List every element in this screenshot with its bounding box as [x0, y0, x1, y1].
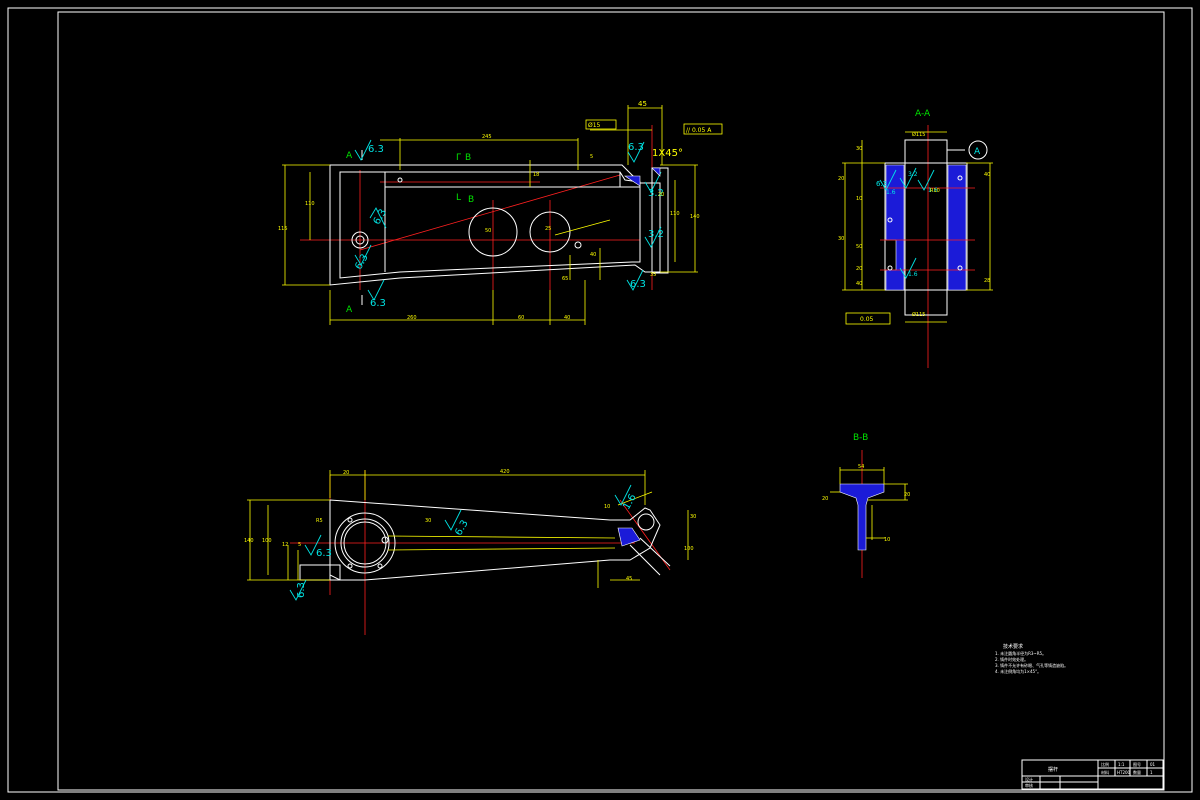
fv-dim-13: 260 — [407, 315, 417, 321]
roughness-aa-5: 1.6 — [908, 271, 918, 278]
aa-dim-1: 20 — [838, 176, 844, 182]
dim-45: 45 — [638, 100, 647, 108]
bv-dim-7: 10 — [604, 504, 610, 510]
section-aa-view — [842, 125, 993, 368]
section-a-bottom-label: A — [346, 305, 353, 315]
section-aa-title: A-A — [915, 109, 931, 119]
title-r1-c4: 01 — [1150, 762, 1156, 767]
bb-dim-1: 54 — [858, 464, 864, 470]
title-designer: 设计 — [1025, 776, 1033, 782]
title-r2-c2: HT200 — [1117, 770, 1131, 775]
title-r2-c3: 数量 — [1133, 769, 1141, 775]
aa-dim-bottom: Ø115 — [912, 311, 925, 318]
outer-border — [7, 7, 1193, 793]
fv-dim-3: 20 — [658, 192, 664, 198]
bv-dim-6: 30 — [425, 518, 431, 524]
bv-dim-8: 30 — [690, 514, 696, 520]
bv-dim-3: R5 — [316, 518, 323, 524]
fv-dim-7: 110 — [670, 211, 680, 217]
section-b-bottom-mark: L — [456, 193, 461, 203]
title-r1-c2: 1:1 — [1118, 762, 1125, 767]
fv-dim-11: 65 — [562, 276, 568, 282]
aa-dim-top: Ø115 — [912, 131, 925, 138]
datum-a-label: A — [974, 147, 981, 157]
bv-dim-10: 100 — [684, 546, 694, 552]
aa-dim-3: 10 — [856, 196, 862, 202]
roughness-bv-2: 6.3 — [316, 548, 332, 559]
aa-flatness: 0.05 — [860, 316, 874, 323]
bv-dim-4: 12 — [282, 542, 288, 548]
bb-dim-4: 10 — [884, 537, 890, 543]
aa-dim-5: 40 — [984, 172, 990, 178]
tech-notes-heading: 技术要求 — [1003, 643, 1023, 650]
roughness-fv-5: 6.3 — [630, 279, 646, 290]
front-view — [282, 105, 723, 325]
roughness-bv-1: 6.3 — [296, 582, 307, 598]
tech-note-4: 4. 未注倒角均为1×45°。 — [995, 668, 1041, 674]
section-a-top-label: A — [346, 151, 353, 161]
inner-border — [57, 11, 1165, 791]
title-part-name: 摆杆 — [1048, 766, 1058, 773]
bb-dim-2: 20 — [822, 496, 828, 502]
dim-245: 245 — [482, 134, 492, 140]
roughness-fv-6: 3.2 — [648, 188, 664, 199]
aa-dim-2: 30 — [856, 146, 862, 152]
roughness-fv-1: 6.3 — [368, 144, 384, 155]
aa-dim-6: 28 — [984, 278, 990, 284]
bv-dim-1: 140 — [244, 538, 254, 544]
title-checker: 审核 — [1025, 782, 1033, 788]
fv-dim-14: 60 — [518, 315, 524, 321]
fv-dim-2: 5 — [590, 154, 593, 160]
fv-dim-4: 110 — [305, 201, 315, 207]
section-b-top-label: B — [465, 153, 471, 163]
roughness-aa-4: 1.6 — [886, 189, 896, 196]
bv-dim-2: 100 — [262, 538, 272, 544]
bb-dim-3: 20 — [904, 492, 910, 498]
roughness-aa-2: 3.2 — [908, 171, 918, 178]
fv-dim-8: 50 — [485, 228, 491, 234]
roughness-fv-3: 6.3 — [370, 298, 386, 309]
title-r1-c3: 图号 — [1133, 761, 1141, 767]
bottom-view — [247, 470, 689, 635]
bv-dim-9: 45 — [626, 576, 632, 582]
roughness-fv-4: 6.3 — [628, 142, 644, 153]
title-r2-c4: 1 — [1150, 770, 1153, 775]
fv-dim-12: 35 — [650, 272, 656, 278]
parallelism-frame: // 0.05 A — [686, 127, 712, 134]
aa-dim-4: 50 — [856, 244, 862, 250]
dim-tolerance: Ø15 — [588, 122, 601, 129]
roughness-aa-1: 6.3 — [876, 180, 887, 188]
fv-dim-1: 18 — [533, 172, 539, 178]
section-b-top-mark: Γ — [456, 153, 461, 163]
roughness-bv-3: 6.3 — [453, 518, 470, 537]
fv-dim-9: 25 — [545, 226, 551, 232]
roughness-fv-7: 3.2 — [648, 229, 664, 240]
tech-note-1: 1. 未注圆角半径为R3~R5。 — [995, 650, 1046, 656]
roughness-fv-2: 6.3 — [353, 252, 370, 271]
title-r2-c1: 材料 — [1101, 769, 1109, 775]
section-bb-title: B-B — [853, 433, 868, 443]
tech-note-2: 2. 铸件时效处理。 — [995, 656, 1028, 662]
title-r1-c1: 比例 — [1101, 761, 1109, 767]
bv-dim-420: 420 — [500, 469, 510, 475]
chamfer-label: 1X45° — [652, 148, 683, 159]
aa-dim-7: R10 — [930, 188, 940, 194]
aa-dim-9: 40 — [856, 281, 862, 287]
bv-dim-5: 5 — [298, 542, 301, 548]
bv-dim-20: 20 — [343, 470, 349, 476]
fv-dim-10: 40 — [590, 252, 596, 258]
fv-dim-6: 140 — [690, 214, 700, 220]
aa-dim-10: 30 — [838, 236, 844, 242]
tech-note-3: 3. 铸件不允许有砂眼、气孔等铸造缺陷。 — [995, 662, 1068, 668]
section-b-bottom-label: B — [468, 195, 474, 205]
roughness-aa-3: 1.6 — [928, 187, 938, 194]
fv-dim-15: 40 — [564, 315, 570, 321]
fv-dim-5: 115 — [278, 226, 288, 232]
title-block — [1021, 759, 1164, 790]
aa-dim-8: 20 — [856, 266, 862, 272]
roughness-bv-4: 1.6 — [621, 492, 638, 511]
section-bb-view — [830, 450, 908, 578]
